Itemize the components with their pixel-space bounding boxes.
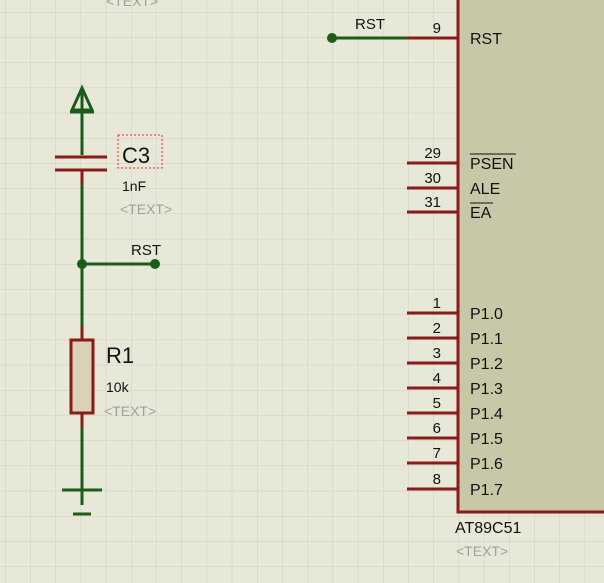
chip-name[interactable]: AT89C51 (455, 520, 522, 537)
chip-pin-number: 8 (433, 471, 441, 488)
power-arrow-icon[interactable] (69, 84, 95, 114)
chip-pin-number: 5 (433, 395, 441, 412)
chip-pin-number: 1 (433, 295, 441, 312)
chip-pin-1[interactable]: 1P1.0 (407, 295, 503, 323)
chip-pin-name: P1.1 (470, 331, 503, 348)
chip-pin-number: 3 (433, 345, 441, 362)
capacitor-value[interactable]: 1nF (122, 178, 146, 194)
chip-pin-name: P1.5 (470, 431, 503, 448)
chip-pin-name: EA (470, 205, 492, 222)
chip-pin-name: P1.4 (470, 406, 503, 423)
chip-body[interactable] (456, 0, 604, 514)
resistor-ref[interactable]: R1 (106, 343, 134, 368)
chip-pin-3[interactable]: 3P1.2 (407, 345, 503, 373)
chip-pin-5[interactable]: 5P1.4 (407, 395, 503, 423)
chip-pin-6[interactable]: 6P1.5 (407, 420, 503, 448)
chip-pin-name: P1.2 (470, 356, 503, 373)
chip-pin-name: RST (470, 31, 502, 48)
chip-pin-7[interactable]: 7P1.6 (407, 445, 503, 473)
chip-pin-number: 4 (433, 370, 441, 387)
chip-pin-number: 31 (424, 194, 441, 211)
chip-pin-2[interactable]: 2P1.1 (407, 320, 503, 348)
rst-net-label-right[interactable]: RST (355, 16, 385, 33)
capacitor-icon[interactable] (55, 155, 107, 184)
resistor-text-placeholder: <TEXT> (104, 403, 156, 419)
chip-pin-number: 2 (433, 320, 441, 337)
chip-pin-number: 6 (433, 420, 441, 437)
capacitor-text-placeholder: <TEXT> (120, 201, 172, 217)
rst-net-label-left[interactable]: RST (131, 242, 161, 259)
chip-text-placeholder: <TEXT> (456, 543, 508, 559)
chip-pin-name: P1.6 (470, 456, 503, 473)
chip-pin-name: PSEN (470, 156, 514, 173)
chip-pin-8[interactable]: 8P1.7 (407, 471, 503, 499)
capacitor-ref[interactable]: C3 (122, 143, 150, 168)
ground-icon[interactable] (62, 488, 102, 516)
chip-pin-name: P1.0 (470, 306, 503, 323)
resistor-icon[interactable] (69, 326, 95, 428)
top-text-placeholder: <TEXT> (106, 0, 158, 9)
resistor-value[interactable]: 10k (106, 379, 130, 395)
chip-pin-number: 7 (433, 445, 441, 462)
chip-pins: 9RST29PSEN30ALE31EA1P1.02P1.13P1.24P1.35… (407, 20, 516, 499)
capacitor-selection-box (117, 134, 163, 169)
rst-net-terminal-dot[interactable] (150, 259, 160, 269)
chip-pin-number: 9 (433, 20, 441, 37)
chip-pin-number: 30 (424, 170, 441, 187)
chip-pin-name: P1.3 (470, 381, 503, 398)
chip-pin-4[interactable]: 4P1.3 (407, 370, 503, 398)
chip-pin-name: ALE (470, 181, 500, 198)
chip-pin-number: 29 (424, 145, 441, 162)
chip-pin-name: P1.7 (470, 482, 503, 499)
